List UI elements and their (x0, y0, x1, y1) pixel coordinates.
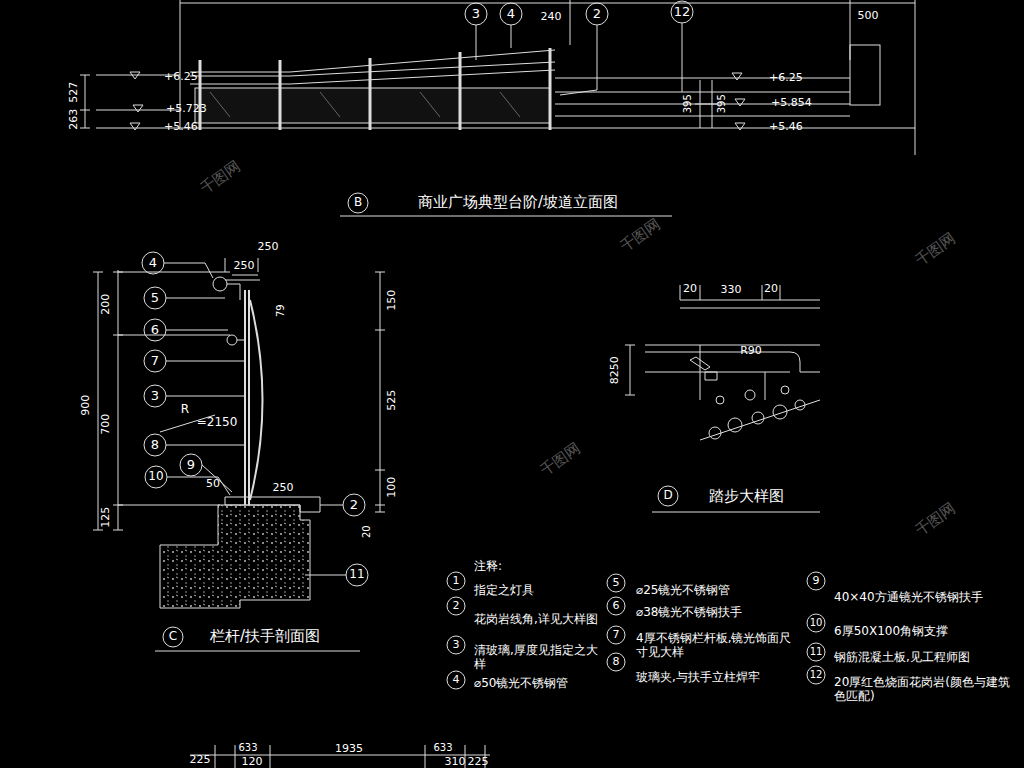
dimension-text: 20 (683, 283, 697, 296)
dimension-text: +5.723 (166, 103, 207, 116)
dimension-text: +6.25 (769, 72, 803, 85)
dimension-text: 125 (100, 506, 113, 527)
callout-number: 4 (507, 7, 515, 22)
callout-number: 9 (187, 458, 195, 473)
dimension-text: 4 (453, 674, 460, 687)
note-markers (447, 572, 825, 689)
dimension-text: 1935 (335, 743, 363, 756)
annotation-text: 栏杆/扶手剖面图 (210, 628, 320, 645)
dimension-text: R90 (740, 345, 762, 358)
section (93, 252, 385, 651)
elevation (80, 0, 915, 216)
dimension-text: 310 (445, 756, 466, 768)
callout-number: 6 (151, 323, 159, 338)
annotation-text: 玻璃夹,与扶手立柱焊牢 (636, 671, 766, 685)
dimension-text: 1 (453, 575, 460, 588)
dimension-text: =2150 (197, 416, 238, 430)
dimension-text: 2 (453, 600, 460, 613)
dimension-text: 11 (810, 646, 823, 658)
annotation-text: 40×40方通镜光不锈钢扶手 (834, 591, 1014, 605)
dimension-text: 8250 (609, 356, 622, 384)
watermark: 千图网 (912, 230, 959, 270)
dimension-text: 3 (453, 639, 460, 652)
callout-number: 7 (151, 354, 159, 369)
dimension-text: 20 (764, 283, 778, 296)
dimension-text: 225 (190, 754, 211, 767)
watermark: 千图网 (617, 216, 664, 256)
dimension-text: 50 (206, 478, 220, 491)
dimension-text: 527 (68, 81, 81, 102)
dimension-text: 120 (242, 756, 263, 768)
callout-number: 2 (350, 498, 358, 513)
watermark: 千图网 (912, 500, 959, 540)
annotation-text: 6厚50X100角钢支撑 (834, 625, 948, 639)
dimension-text: 250 (258, 241, 279, 254)
annotation-text: 20厚红色烧面花岗岩(颜色与建筑色匹配) (834, 676, 1014, 704)
dimension-text: 150 (386, 289, 399, 310)
dimension-text: 200 (100, 293, 113, 314)
callout-number: 12 (674, 5, 691, 20)
dimension-text: +6.25 (164, 71, 198, 84)
annotation-text: 踏步大样图 (709, 488, 784, 505)
dimension-text: 9 (813, 575, 820, 588)
dimension-text: 525 (386, 389, 399, 410)
annotation-text: 清玻璃,厚度见指定之大样 (474, 644, 599, 672)
annotation-text: ⌀25镜光不锈钢管 (636, 584, 731, 598)
annotation-text: 钢筋混凝土板,见工程师图 (834, 651, 970, 665)
dimension-text: 8 (613, 656, 620, 669)
dimension-text: 20 (360, 526, 372, 539)
annotation-text: 4厚不锈钢栏杆板,镜光饰面尺寸见大样 (636, 632, 801, 660)
watermark: 千图网 (197, 158, 244, 198)
annotation-text: 指定之灯具 (474, 584, 534, 598)
dimension-text: R (181, 403, 189, 417)
callout-number: 11 (349, 568, 364, 582)
dimension-text: 12 (810, 669, 823, 681)
dimension-text: +5.46 (769, 121, 803, 134)
callout-number: 3 (472, 7, 480, 22)
view-marker: B (354, 196, 362, 210)
dimension-text: 250 (273, 482, 294, 495)
dimension-text: 7 (613, 629, 620, 642)
dimension-text: 395 (716, 94, 728, 113)
callout-number: 3 (151, 389, 159, 404)
dimension-text: 500 (858, 10, 879, 23)
view-marker: C (169, 630, 177, 644)
annotation-text: ⌀38镜光不锈钢扶手 (636, 606, 743, 620)
dimension-text: 6 (613, 600, 620, 613)
callout-number: 5 (151, 291, 159, 306)
view-marker: D (663, 489, 672, 503)
annotation-text: 花岗岩线角,详见大样图 (474, 613, 599, 627)
callout-number: 10 (148, 470, 163, 484)
step-detail (625, 285, 820, 512)
dimension-text: 330 (721, 284, 742, 297)
callout-number: 4 (149, 256, 157, 271)
dimension-text: 5 (613, 577, 620, 590)
dimension-text: 225 (468, 756, 489, 768)
dimension-text: 263 (68, 108, 81, 129)
dimension-text: 395 (682, 94, 694, 113)
dimension-text: 240 (541, 11, 562, 24)
dimension-text: 633 (238, 742, 257, 754)
dimension-text: 10 (810, 617, 823, 629)
dimension-text: 100 (386, 476, 399, 497)
annotation-text: ⌀50镜光不锈钢管 (474, 677, 569, 691)
dimension-text: 79 (274, 305, 286, 318)
dimension-text: 900 (80, 394, 93, 415)
dimension-text: 700 (100, 413, 113, 434)
watermark: 千图网 (537, 440, 584, 480)
dimension-text: +5.854 (771, 97, 812, 110)
dimension-text: 250 (234, 260, 255, 273)
dimension-text: 633 (433, 742, 452, 754)
callout-number: 8 (151, 438, 159, 453)
annotation-text: 注释: (474, 560, 502, 574)
annotation-text: 商业广场典型台阶/坡道立面图 (418, 194, 618, 211)
dimension-text: +5.46 (164, 121, 198, 134)
callout-number: 2 (593, 7, 601, 22)
